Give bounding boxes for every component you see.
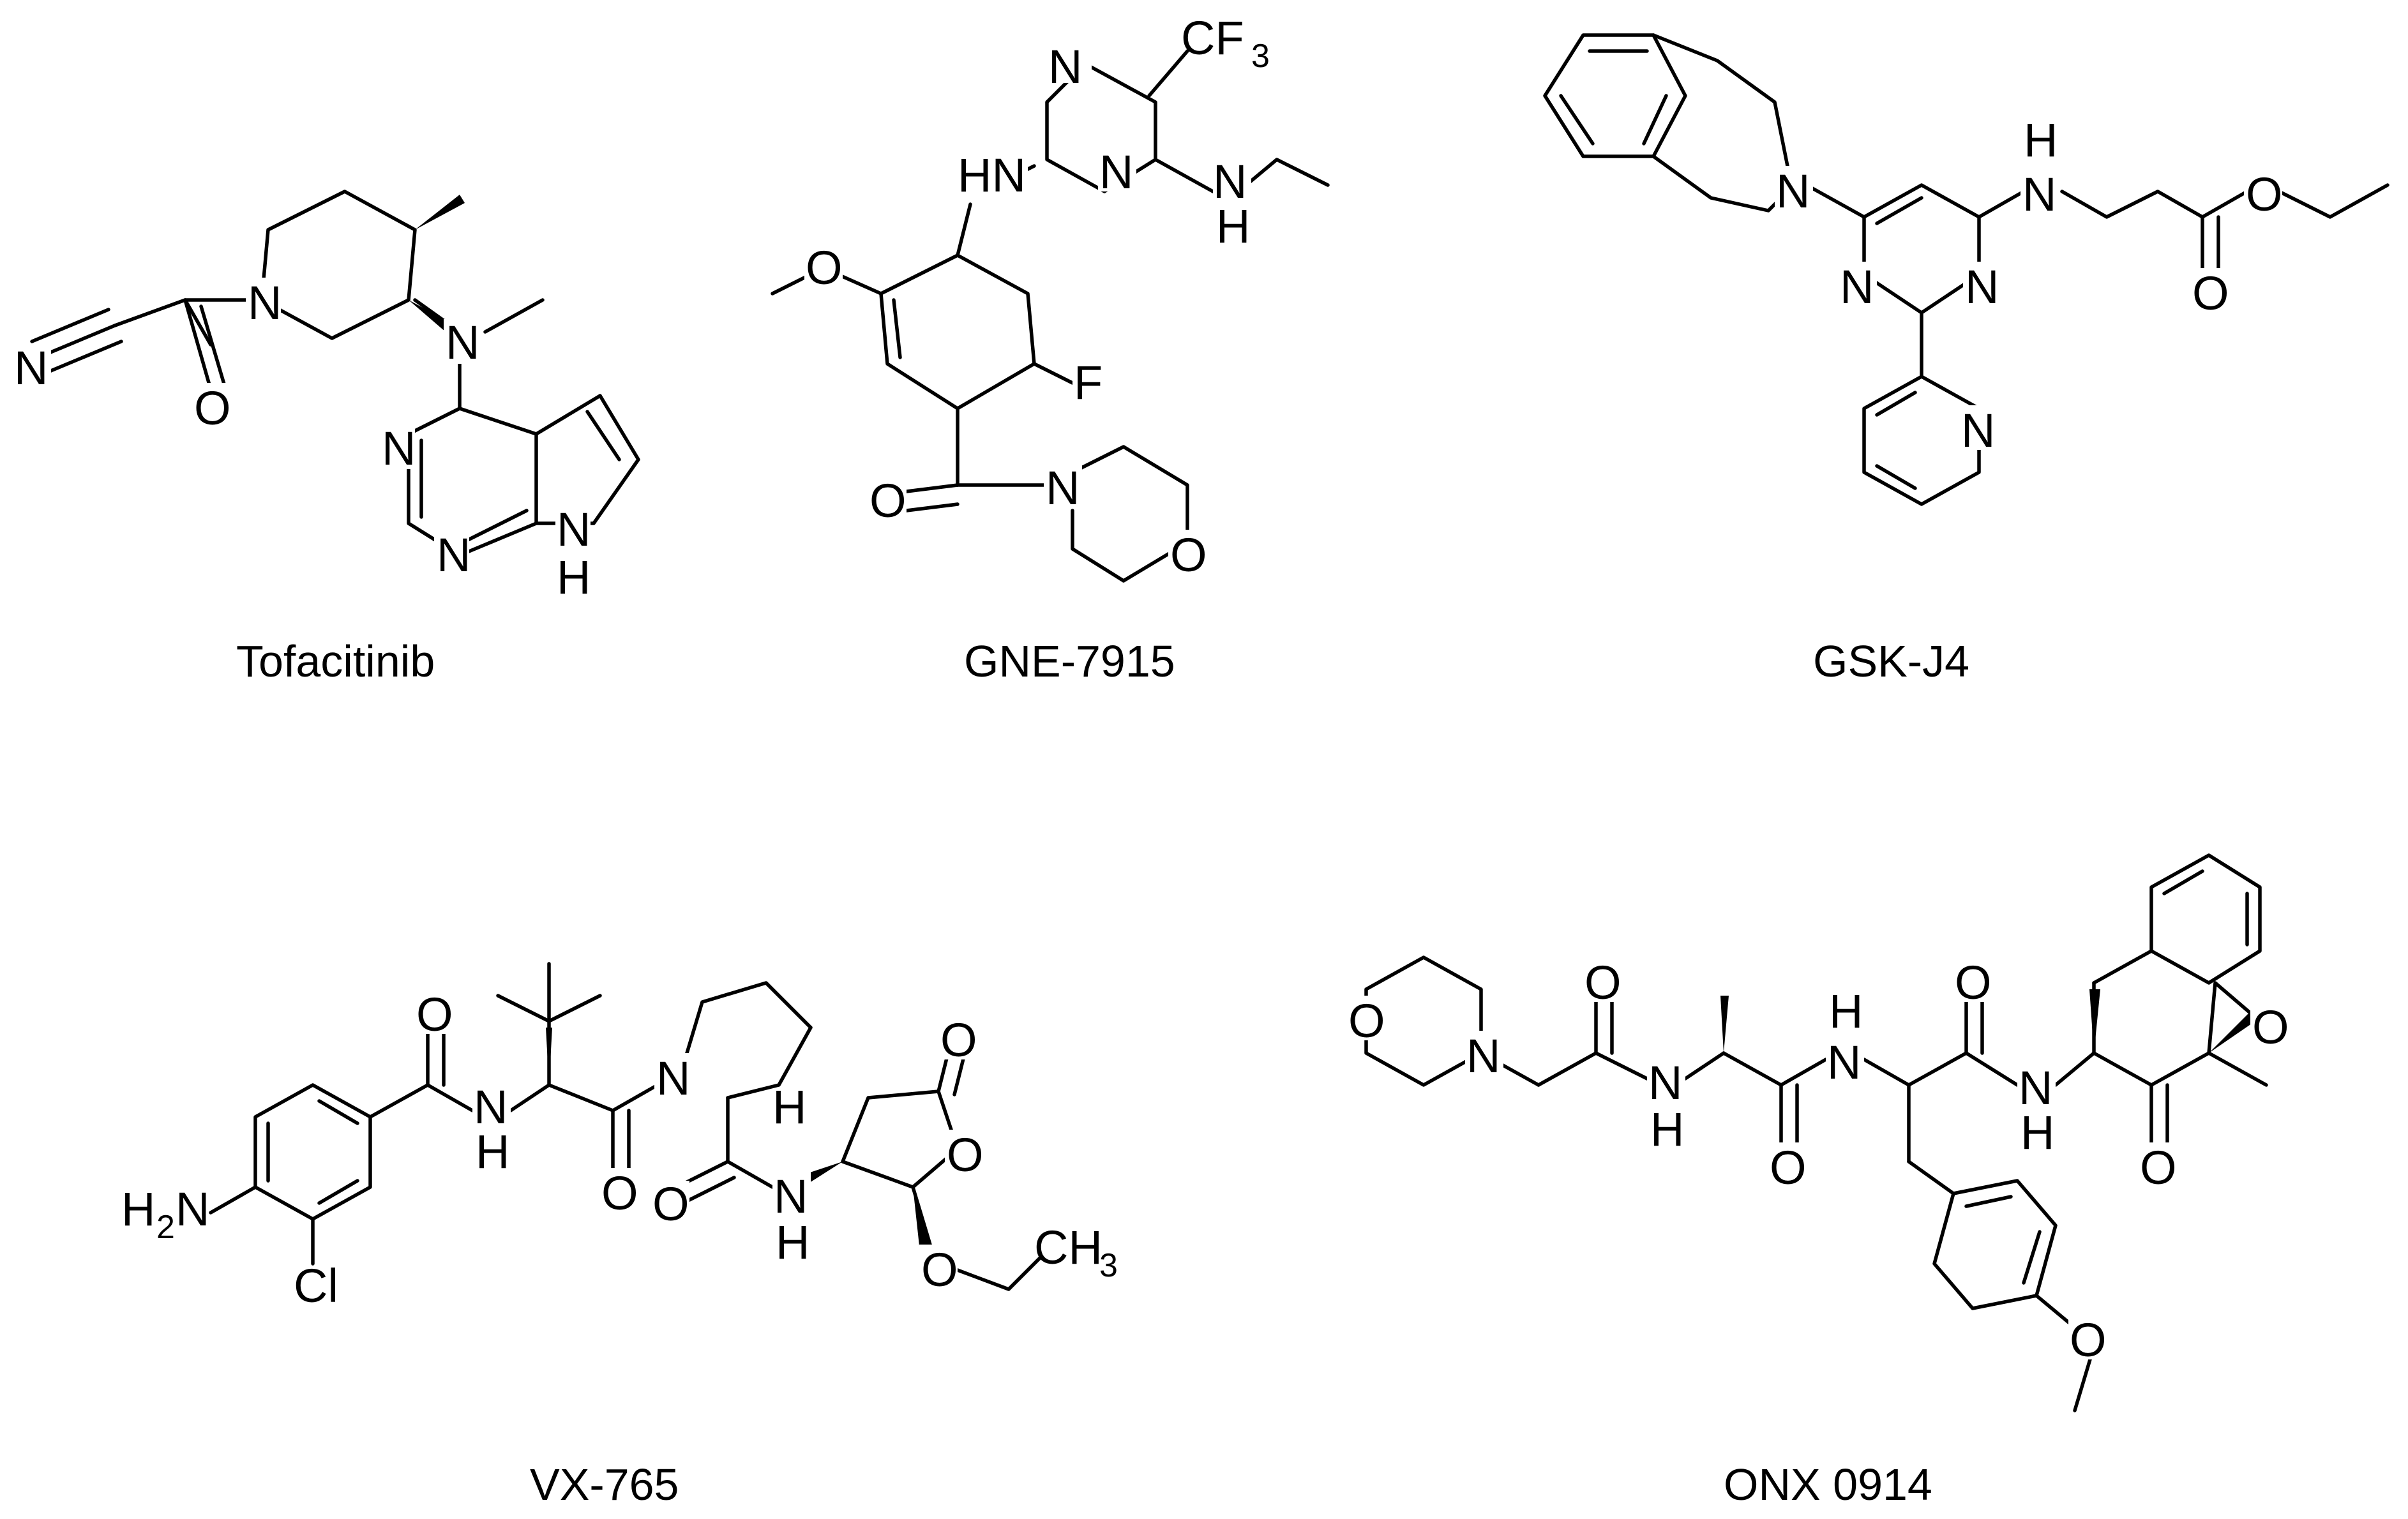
atom-label: N — [176, 1183, 209, 1236]
atom-label: O — [2140, 1141, 2177, 1194]
onx-0914-bonds — [1364, 853, 2268, 1412]
molecule-onx-0914: O N O N H O H N O N H O O O ONX 0914 — [1347, 853, 2289, 1509]
atom-label: N — [774, 1170, 808, 1223]
atom-label: H — [1829, 985, 1863, 1038]
atom-label: O — [2246, 168, 2283, 221]
stereo-wedge-methyl — [415, 195, 465, 230]
atom-subscript: 3 — [1251, 38, 1270, 75]
atom-label: N — [1213, 155, 1247, 208]
atom-label: N — [656, 1052, 690, 1105]
atom-subscript: 2 — [156, 1209, 175, 1246]
atom-label: O — [1770, 1141, 1807, 1194]
atom-label: N — [248, 276, 282, 329]
atom-label: O — [806, 241, 843, 294]
atom-label: N — [2022, 168, 2056, 221]
atom-label: N — [1099, 146, 1133, 198]
atom-label: HN — [958, 149, 1026, 202]
atom-label: O — [940, 1014, 977, 1066]
atom-label: N — [437, 528, 470, 581]
atom-label: N — [1048, 40, 1082, 93]
molecule-tofacitinib: N N O N N N N H Tofacitinib — [13, 190, 640, 686]
stereo-wedge-tbutyl — [546, 1028, 552, 1085]
atom-label: O — [869, 474, 907, 527]
atom-label: N — [557, 503, 591, 556]
atom-label: O — [652, 1178, 689, 1231]
atom-label: N — [474, 1081, 508, 1134]
atom-label: O — [1170, 528, 1207, 581]
atom-label: N — [1046, 461, 1080, 514]
atom-label: H — [776, 1216, 809, 1269]
molecule-name: VX-765 — [530, 1460, 679, 1509]
molecule-gne-7915: N CF 3 HN N N H O F O N O GNE-7915 — [771, 11, 1330, 686]
molecule-gsk-j4: N H N N N N O O GSK-J4 — [1543, 33, 2389, 686]
vx-765-atoms: H 2 N Cl O N H O N H O O O N H O CH — [121, 988, 1118, 1312]
tofacitinib-atoms: N N O N N N N H — [13, 276, 591, 604]
atom-label: N — [1648, 1056, 1682, 1109]
atom-label: N — [1840, 260, 1874, 313]
molecule-vx-765: H 2 N Cl O N H O N H O O O N H O CH — [121, 962, 1118, 1509]
atom-label: Cl — [294, 1259, 338, 1312]
atom-label: F — [1074, 356, 1102, 409]
atom-label: N — [14, 341, 48, 394]
vx-765-bonds — [209, 962, 1042, 1291]
atom-label: O — [947, 1128, 984, 1181]
atom-label: O — [1955, 956, 1992, 1009]
tofacitinib-bonds — [30, 190, 640, 557]
atom-label: N — [2019, 1061, 2052, 1114]
atom-label: O — [194, 382, 231, 435]
atom-label: O — [1348, 994, 1385, 1047]
molecule-name: ONX 0914 — [1724, 1460, 1932, 1509]
gne-7915-atoms: N CF 3 HN N N H O F O N O — [804, 11, 1270, 581]
atom-label: N — [1961, 404, 1995, 457]
atom-label: O — [921, 1243, 958, 1296]
atom-label: H — [1650, 1103, 1684, 1156]
molecule-name: Tofacitinib — [236, 636, 435, 686]
atom-label: H — [1216, 200, 1250, 253]
atom-label: CH — [1034, 1221, 1102, 1274]
stereo-wedge-amine — [409, 300, 450, 332]
atom-label: O — [2252, 1001, 2289, 1054]
atom-label: O — [2192, 267, 2229, 320]
atom-label: N — [382, 422, 416, 475]
atom-label: N — [446, 316, 479, 369]
molecule-name: GSK-J4 — [1813, 636, 1969, 686]
stereo-wedge-epoxide — [2209, 1008, 2260, 1053]
atom-label: H — [2024, 114, 2058, 167]
atom-label: H — [121, 1183, 155, 1236]
gsk-j4-atoms: N H N N N N O O — [1775, 114, 2283, 457]
stereo-wedge-benzyl — [2089, 989, 2100, 1053]
onx-0914-atoms: O N O N H O H N O N H O O O — [1347, 956, 2289, 1366]
stereo-wedge-nh — [804, 1162, 843, 1184]
atom-label: H — [772, 1081, 806, 1134]
atom-label: O — [416, 988, 453, 1041]
atom-label: H — [557, 551, 591, 604]
atom-label: N — [1827, 1036, 1861, 1089]
atom-label: H — [2020, 1106, 2054, 1159]
atom-label: N — [1466, 1029, 1500, 1082]
molecule-name: GNE-7915 — [964, 636, 1175, 686]
atom-label: H — [476, 1125, 509, 1178]
atom-label: N — [1965, 260, 1999, 313]
atom-label: O — [2070, 1313, 2107, 1366]
atom-label: N — [1776, 165, 1810, 218]
stereo-wedge-ethoxy — [913, 1187, 929, 1246]
atom-label: CF — [1181, 11, 1244, 64]
atom-label: O — [601, 1167, 638, 1220]
atom-label: O — [1584, 956, 1622, 1009]
atom-subscript: 3 — [1099, 1247, 1118, 1284]
stereo-wedge-methyl — [1720, 996, 1729, 1053]
